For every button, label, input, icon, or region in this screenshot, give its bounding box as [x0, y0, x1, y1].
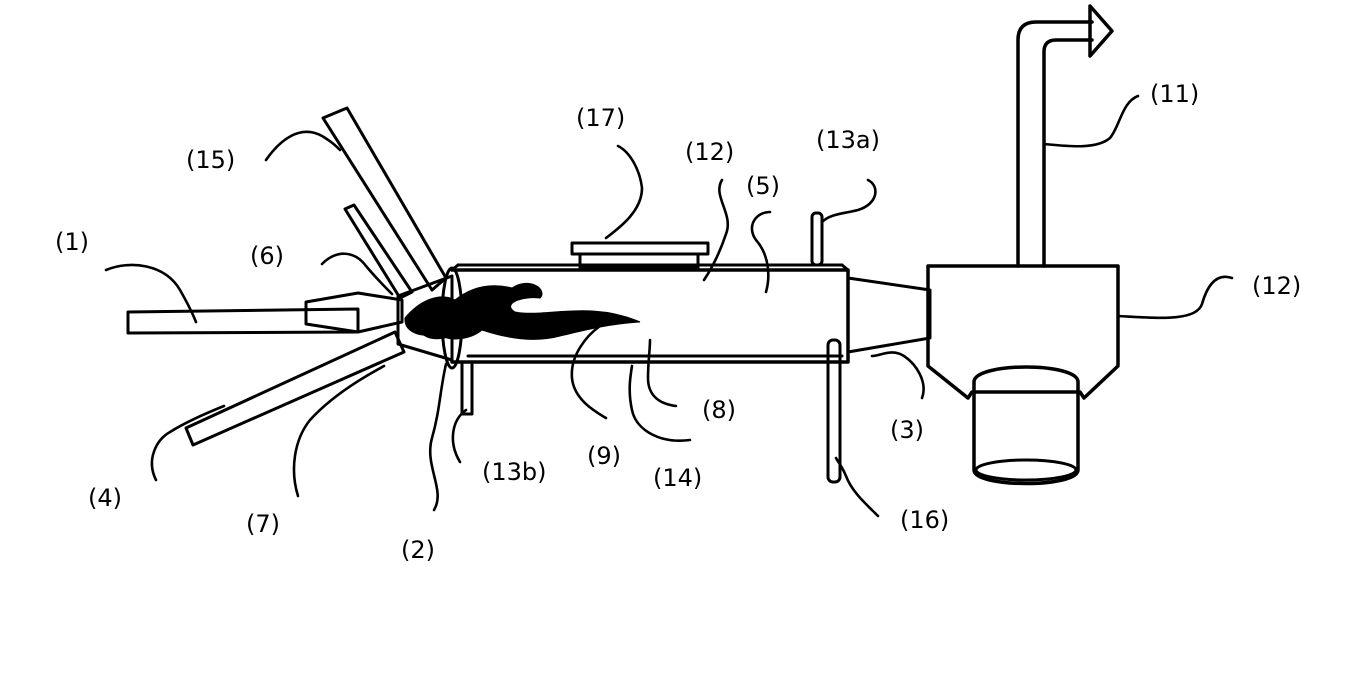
leader-7	[294, 366, 384, 496]
leader-9	[572, 326, 606, 418]
label-5: (5)	[746, 172, 780, 200]
inclined-tube-15	[323, 108, 446, 290]
leader-lines	[106, 96, 1232, 516]
inclined-tube-6	[345, 205, 412, 298]
leader-15	[266, 132, 340, 160]
label-8: (8)	[702, 396, 736, 424]
top-port-13a	[812, 213, 822, 265]
label-7: (7)	[246, 510, 280, 538]
label-11: (11)	[1150, 80, 1199, 108]
feed-tube-1	[128, 293, 402, 333]
label-17: (17)	[576, 104, 625, 132]
cyclone-collector-12	[928, 266, 1118, 398]
label-2: (2)	[401, 536, 435, 564]
leader-14	[630, 366, 690, 441]
label-6: (6)	[250, 242, 284, 270]
leader-16	[836, 458, 878, 516]
label-1: (1)	[55, 228, 89, 256]
label-12a: (12)	[685, 138, 734, 166]
transition-cone-3	[848, 278, 930, 352]
leader-3	[872, 352, 924, 398]
collection-drum	[974, 367, 1078, 484]
leader-17	[606, 146, 642, 238]
inclined-tube-4	[186, 332, 404, 445]
label-14: (14)	[653, 464, 702, 492]
label-9: (9)	[587, 442, 621, 470]
leader-11	[1044, 96, 1138, 146]
callout-labels: (1) (15) (6) (4) (7) (2) (13b) (9) (14) …	[55, 80, 1301, 564]
leader-1	[106, 265, 196, 322]
leader-5	[752, 212, 770, 292]
label-4: (4)	[88, 484, 122, 512]
leader-13b	[453, 410, 466, 462]
support-leg-13b	[462, 362, 472, 414]
leader-6	[322, 254, 392, 294]
leader-12b	[1118, 277, 1232, 318]
leader-8	[648, 340, 676, 406]
exhaust-pipe-11	[1018, 6, 1112, 266]
label-15: (15)	[186, 146, 235, 174]
label-3: (3)	[890, 416, 924, 444]
flame-9	[405, 283, 640, 339]
label-13a: (13a)	[816, 126, 880, 154]
leader-13a	[822, 180, 875, 222]
label-12b: (12)	[1252, 272, 1301, 300]
leader-2	[430, 364, 446, 510]
label-13b: (13b)	[482, 458, 547, 486]
label-16: (16)	[900, 506, 949, 534]
